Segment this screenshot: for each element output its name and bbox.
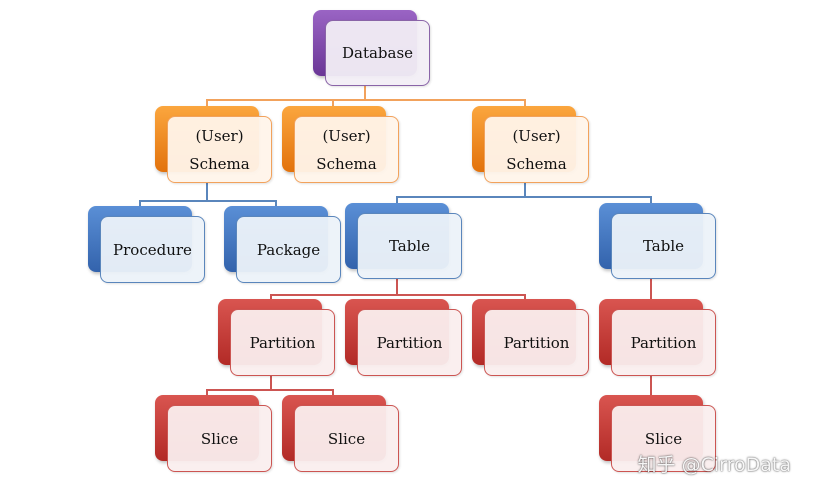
connector — [650, 279, 652, 301]
procedure-node: Procedure — [88, 206, 205, 284]
node-label: Partition — [503, 333, 570, 352]
connector — [332, 99, 334, 107]
slice-node: Slice — [599, 395, 716, 473]
node-label: Partition — [630, 333, 697, 352]
connector — [275, 200, 277, 207]
node-label: Database — [341, 44, 414, 62]
node-label: Partition — [376, 333, 443, 352]
node-label: Slice — [200, 429, 239, 448]
partition-node: Partition — [345, 299, 462, 377]
node-label: Schema — [189, 154, 250, 173]
connector — [364, 86, 366, 100]
connector — [524, 183, 526, 197]
connector — [206, 99, 208, 107]
node-label: (User) — [512, 126, 561, 145]
connector — [524, 99, 526, 107]
connector — [524, 294, 526, 301]
node-label: (User) — [322, 126, 371, 145]
connector — [206, 183, 208, 201]
connector — [396, 279, 398, 295]
package-node: Package — [224, 206, 341, 284]
node-label: Slice — [327, 429, 366, 448]
node-label: Package — [256, 240, 321, 259]
node-label: Slice — [644, 429, 683, 448]
table-node: Table — [599, 203, 716, 280]
node-label: Procedure — [113, 240, 192, 259]
node-label: Partition — [249, 333, 316, 352]
connector — [396, 196, 398, 204]
connector — [206, 389, 208, 396]
node-label: (User) — [195, 126, 244, 145]
connector — [270, 375, 272, 390]
table-node: Table — [345, 203, 462, 280]
schema-node: (User) Schema — [472, 106, 589, 184]
watermark: 知乎 @CirroData — [637, 454, 791, 476]
connector — [332, 389, 334, 396]
database-node: Database — [313, 10, 430, 87]
schema-node: (User) Schema — [282, 106, 399, 184]
partition-node: Partition — [599, 299, 716, 377]
node-label: Table — [388, 237, 431, 255]
partition-node: Partition — [218, 299, 335, 377]
node-label: Schema — [506, 154, 567, 173]
connector — [139, 200, 277, 202]
slice-node: Slice — [155, 395, 272, 473]
partition-node: Partition — [472, 299, 589, 377]
slice-node: Slice — [282, 395, 399, 473]
node-label: Table — [642, 237, 685, 255]
connector — [270, 294, 272, 301]
connector — [650, 196, 652, 204]
connector — [139, 200, 141, 207]
connector — [206, 389, 334, 391]
connector — [270, 294, 526, 296]
connector — [396, 196, 652, 198]
connector — [206, 99, 526, 101]
connector — [650, 375, 652, 396]
node-label: Schema — [316, 154, 377, 173]
schema-node: (User) Schema — [155, 106, 272, 184]
